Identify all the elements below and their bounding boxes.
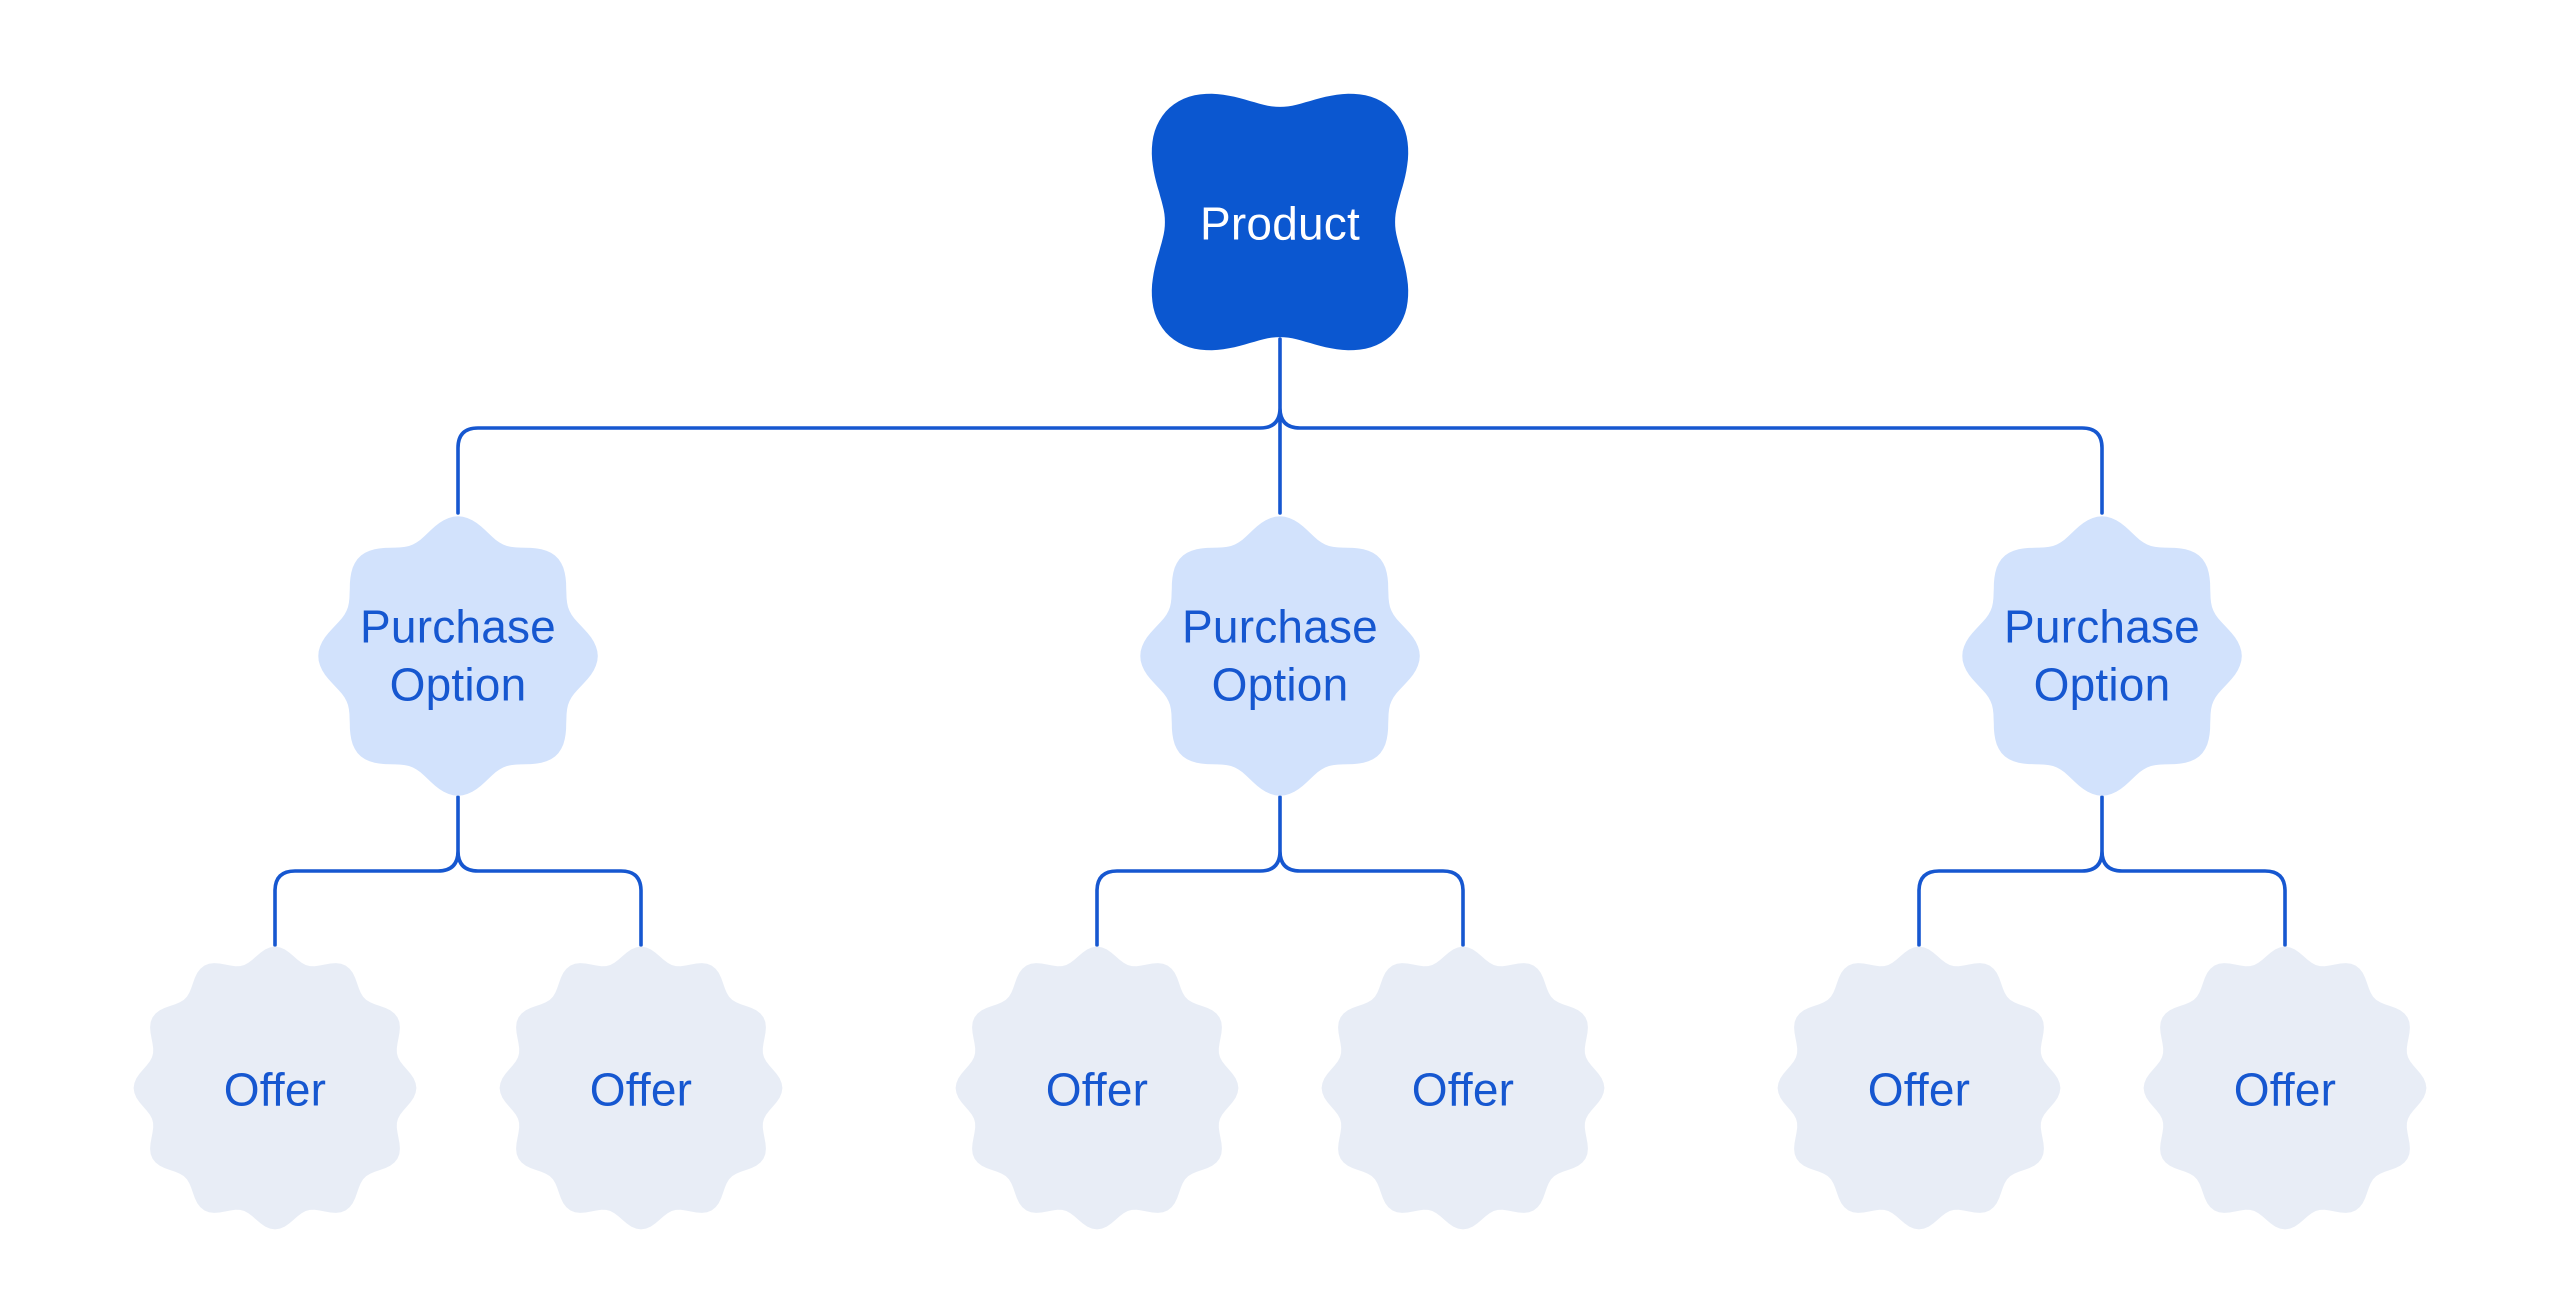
offer-node-shape-3 [955, 946, 1239, 1230]
connectors [273, 337, 2287, 947]
product-node-shape [1151, 93, 1409, 351]
offer-node-shape-5 [1777, 946, 2061, 1230]
offer-node-shape-1 [133, 946, 417, 1230]
connector-option3-to-offers [1917, 795, 2287, 947]
connector-option2-to-offers [1095, 795, 1465, 947]
purchase-option-node-shape-2 [1140, 516, 1420, 796]
purchase-option-node-shape-1 [318, 516, 598, 796]
connector-option1-to-offers [273, 795, 643, 947]
offer-node-shape-2 [499, 946, 783, 1230]
connector-product-to-options [456, 337, 2104, 515]
offer-node-shape-6 [2143, 946, 2427, 1230]
offer-node-shape-4 [1321, 946, 1605, 1230]
purchase-option-node-shape-3 [1962, 516, 2242, 796]
